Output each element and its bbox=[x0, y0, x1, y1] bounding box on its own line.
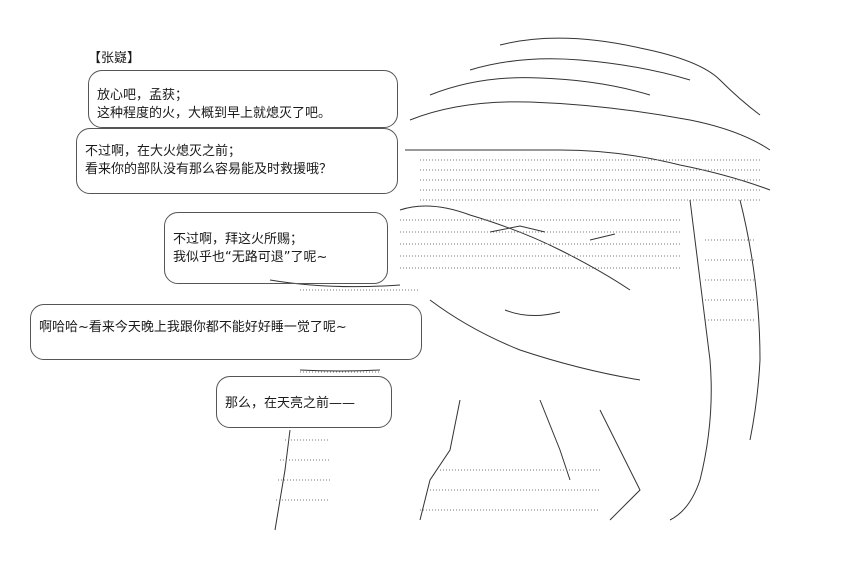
bubble-line: 啊哈哈~看来今天晚上我跟你都不能好好睡一觉了呢~ bbox=[39, 320, 347, 335]
speech-bubble-1: 放心吧，孟获； 这种程度的火，大概到早上就熄灭了吧。 bbox=[88, 70, 398, 128]
bubble-line: 我似乎也“无路可退”了呢~ bbox=[173, 250, 328, 265]
figure-long-hair bbox=[669, 199, 712, 521]
bubble-line: 不过啊，在大火熄灭之前； bbox=[85, 144, 242, 159]
speech-bubble-3: 不过啊，拜这火所赐； 我似乎也“无路可退”了呢~ bbox=[164, 212, 388, 284]
speaker-label: 【张嶷】 bbox=[88, 51, 141, 66]
bubble-line: 这种程度的火，大概到早上就熄灭了吧。 bbox=[97, 106, 332, 121]
bubble-line: 放心吧，孟获； bbox=[97, 88, 189, 103]
bubble-line: 看来你的部队没有那么容易能及时救援哦？ bbox=[85, 162, 333, 177]
figure-face-outline bbox=[399, 205, 631, 291]
figure-mouth bbox=[504, 309, 561, 316]
bubble-line: 不过啊，拜这火所赐； bbox=[173, 232, 304, 247]
speech-bubble-5: 那么，在天亮之前—— bbox=[216, 376, 392, 428]
figure-hair-outline bbox=[499, 37, 761, 116]
left-figure-outline bbox=[269, 279, 401, 372]
speech-bubble-2: 不过啊，在大火熄灭之前； 看来你的部队没有那么容易能及时救援哦？ bbox=[76, 128, 398, 194]
figure-neck bbox=[419, 399, 571, 521]
speech-bubble-4: 啊哈哈~看来今天晚上我跟你都不能好好睡一觉了呢~ bbox=[30, 304, 422, 360]
figure-eye bbox=[489, 225, 616, 241]
bubble-line: 那么，在天亮之前—— bbox=[225, 396, 356, 411]
